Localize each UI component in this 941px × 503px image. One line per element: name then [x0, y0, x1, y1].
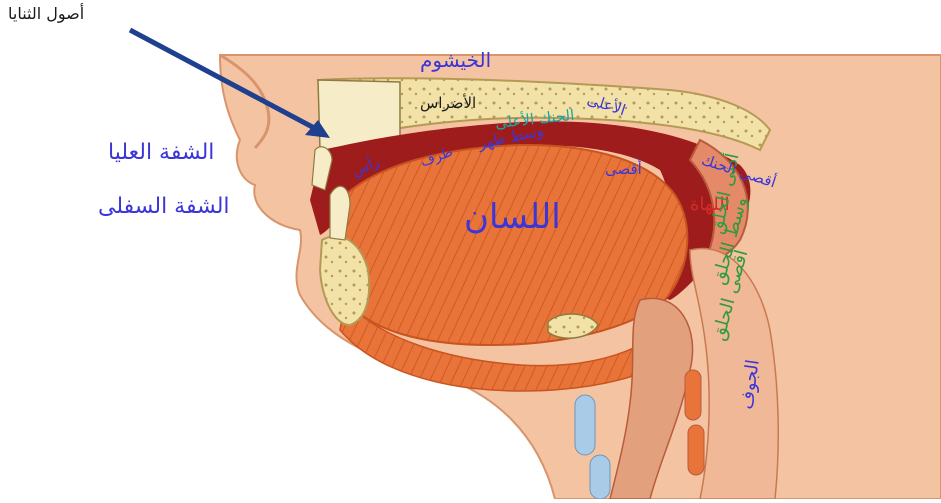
esophagus-ring [685, 370, 701, 420]
tongue-label: اللسان [464, 200, 561, 234]
nasal-cavity-label: الخيشوم [420, 50, 491, 70]
trachea-ring [590, 455, 610, 499]
callout-label: أصول الثنايا [8, 6, 84, 22]
back-label: أقصى [605, 162, 642, 177]
trachea-ring [575, 395, 595, 455]
upper-lip-label: الشفة العليا [108, 142, 214, 164]
lower-lip-label: الشفة السفلى [98, 196, 230, 218]
molars-label: الأضراس [420, 96, 476, 111]
esophagus-ring [688, 425, 704, 475]
